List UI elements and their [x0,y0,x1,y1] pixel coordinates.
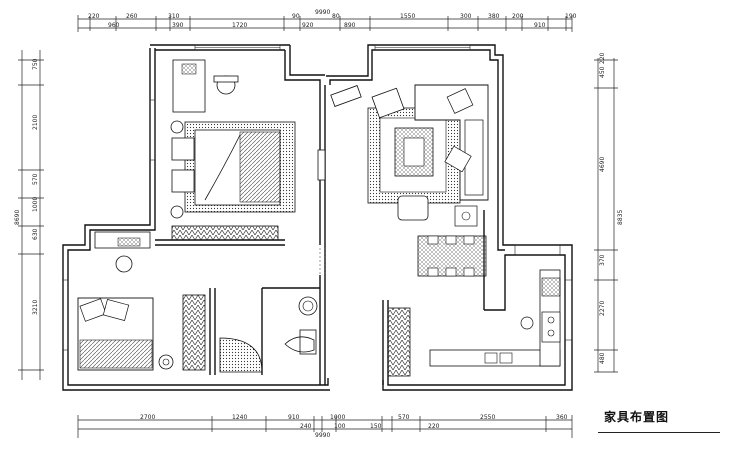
right-dims: 450 220 4690 370 2270 480 [599,52,606,364]
top-dim-label: 300 [460,13,472,20]
left-dim-label: 750 [32,58,39,70]
top-dim-label: 220 [88,13,100,20]
kitchen [387,269,561,377]
second-wardrobe [182,294,206,371]
right-dim-label: 450 [599,66,606,78]
top-dim-label: 920 [302,22,314,29]
bottom-dimensions [77,415,573,438]
bottom-dim-label: 570 [398,414,410,421]
top-dimensions [77,15,573,32]
bottom-dim-label: 2700 [140,414,155,421]
caption-underline [598,432,720,433]
top-row1-dims: 220 260 310 90 80 1550 300 380 200 190 [88,13,577,20]
bathroom [219,296,318,373]
right-dim-label: 2270 [599,301,606,316]
top-dim-label: 90 [292,13,300,20]
study-desk [172,59,239,113]
top-dim-label: 890 [344,22,356,29]
left-dim-label: 3210 [32,300,39,315]
top-dim-label: 200 [512,13,524,20]
second-bed [77,297,174,371]
right-dim-label: 220 [599,52,606,64]
windows [62,44,573,351]
left-dim-label: 2100 [32,115,39,130]
bottom-dim-label: 2550 [480,414,495,421]
second-desk [94,231,151,273]
master-bed [170,120,296,219]
top-dim-label: 1550 [400,13,415,20]
tv-cabinet [317,85,362,181]
bottom-total-dim: 9990 [315,432,330,439]
bottom-row2-dims: 240 100 150 220 [300,423,440,430]
bottom-dim-label: 220 [428,423,440,430]
left-total-dim: 8690 [14,210,21,225]
left-dims: 750 2100 570 1000 630 3210 [32,58,39,315]
sofa [414,84,489,201]
bottom-dim-label: 100 [334,423,346,430]
bottom-dim-label: 1000 [330,414,345,421]
living-rug [367,107,461,204]
top-dim-label: 1720 [232,22,247,29]
bottom-dim-label: 360 [556,414,568,421]
master-wardrobe [171,225,279,241]
top-total-dim: 9990 [315,9,330,16]
top-dim-label: 910 [534,22,546,29]
top-row2-dims: 960 390 1720 920 890 910 [108,22,546,29]
top-dim-label: 960 [108,22,120,29]
bottom-row1-dims: 2700 1240 910 1000 570 2550 360 [140,414,568,421]
top-dim-label: 380 [488,13,500,20]
left-dim-label: 1000 [32,197,39,212]
armchairs [371,87,478,227]
left-dimensions [18,50,44,380]
bottom-dim-label: 240 [300,423,312,430]
left-dim-label: 570 [32,173,39,185]
right-dim-label: 4690 [599,157,606,172]
right-dim-label: 480 [599,352,606,364]
right-dim-label: 370 [599,254,606,266]
right-total-dim: 8835 [617,210,624,225]
door-swings [319,248,326,275]
top-dim-label: 310 [168,13,180,20]
dining-table [417,235,487,277]
top-dim-label: 260 [126,13,138,20]
plan-caption: 家具布置图 [604,410,670,424]
bottom-dim-label: 1240 [232,414,247,421]
top-dim-label: 190 [565,13,577,20]
top-dim-label: 80 [332,13,340,20]
right-dimensions [594,58,618,373]
top-dim-label: 390 [172,22,184,29]
left-dim-label: 630 [32,228,39,240]
bottom-dim-label: 150 [370,423,382,430]
bottom-dim-label: 910 [288,414,300,421]
